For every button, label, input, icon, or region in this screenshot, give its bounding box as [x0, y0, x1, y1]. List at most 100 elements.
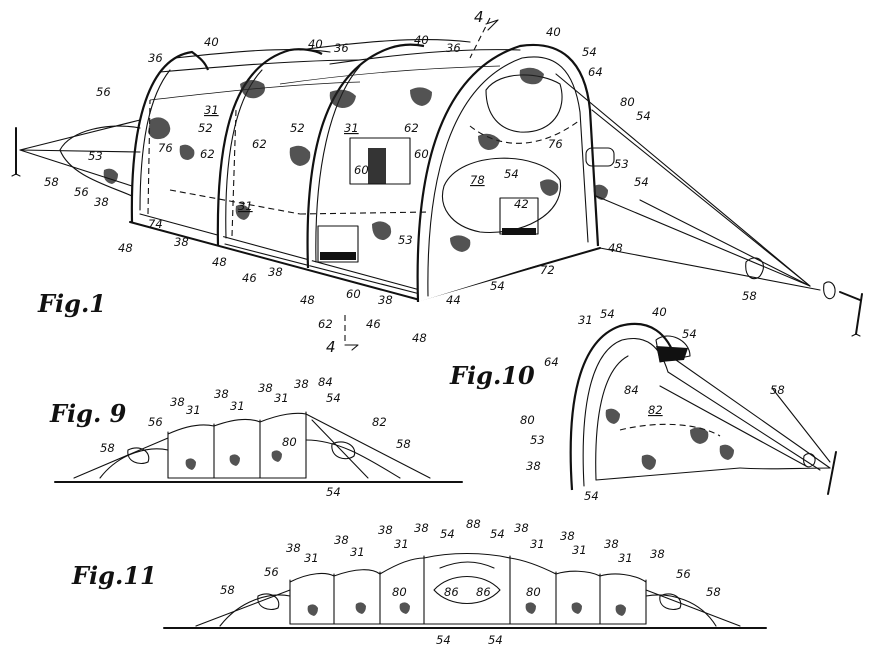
ref-numeral: 82 — [372, 415, 387, 429]
ref-numeral: 54 — [682, 327, 697, 341]
ref-numeral: 80 — [620, 95, 635, 109]
figure-10-end-view — [569, 322, 837, 495]
ref-numeral: 53 — [530, 433, 545, 447]
ref-numeral: 52 — [290, 121, 305, 135]
ref-numeral: 48 — [300, 293, 315, 307]
figure-10-label: Fig.10 — [449, 361, 535, 390]
ref-numeral: 54 — [584, 489, 599, 503]
ref-numeral: 60 — [346, 287, 361, 301]
ref-numeral: 80 — [520, 413, 535, 427]
ref-numeral: 48 — [212, 255, 227, 269]
figure-10-reference-numerals: 31 54 40 54 64 84 58 80 82 53 38 54 — [520, 305, 785, 503]
ref-numeral: 38 — [560, 529, 575, 543]
ref-numeral: 38 — [268, 265, 283, 279]
ref-numeral: 58 — [770, 383, 785, 397]
ref-numeral: 56 — [96, 85, 111, 99]
ref-numeral: 62 — [318, 317, 333, 331]
ref-numeral: 58 — [742, 289, 757, 303]
ref-numeral: 78 — [470, 173, 485, 187]
ref-numeral: 58 — [44, 175, 59, 189]
ref-numeral: 56 — [676, 567, 691, 581]
ref-numeral: 53 — [88, 149, 103, 163]
ref-numeral: 44 — [446, 293, 461, 307]
ref-numeral: 54 — [488, 633, 503, 647]
section-marker-bottom: 4 — [326, 338, 336, 356]
ref-numeral: 40 — [308, 37, 323, 51]
ref-numeral: 38 — [258, 381, 273, 395]
ref-numeral: 86 — [444, 585, 459, 599]
ref-numeral: 40 — [414, 33, 429, 47]
ref-numeral: 53 — [614, 157, 629, 171]
ref-numeral: 38 — [414, 521, 429, 535]
ref-numeral: 80 — [526, 585, 541, 599]
ref-numeral: 46 — [366, 317, 381, 331]
ref-numeral: 31 — [350, 545, 365, 559]
ref-numeral: 36 — [148, 51, 163, 65]
ref-numeral: 54 — [436, 633, 451, 647]
ref-numeral: 40 — [652, 305, 667, 319]
ref-numeral: 31 — [274, 391, 289, 405]
ref-numeral: 76 — [158, 141, 173, 155]
ref-numeral: 38 — [170, 395, 185, 409]
ref-numeral: 38 — [294, 377, 309, 391]
ref-numeral: 56 — [148, 415, 163, 429]
ref-numeral: 31 — [238, 199, 253, 213]
ref-numeral: 80 — [282, 435, 297, 449]
figure-11-reference-numerals: 38 31 38 31 38 31 38 54 88 54 38 31 38 3… — [220, 517, 721, 647]
figure-1-tent-perspective — [11, 17, 863, 351]
figure-9-side-elevation — [54, 411, 463, 483]
ref-numeral: 80 — [392, 585, 407, 599]
ref-numeral: 36 — [446, 41, 461, 55]
ref-numeral: 60 — [354, 163, 369, 177]
ref-numeral: 31 — [204, 103, 219, 117]
ref-numeral: 54 — [634, 175, 649, 189]
ref-numeral: 48 — [412, 331, 427, 345]
ref-numeral: 84 — [318, 375, 333, 389]
ref-numeral: 48 — [608, 241, 623, 255]
ref-numeral: 31 — [572, 543, 587, 557]
ref-numeral: 74 — [148, 217, 163, 231]
ref-numeral: 62 — [252, 137, 267, 151]
ref-numeral: 38 — [650, 547, 665, 561]
ref-numeral: 38 — [378, 293, 393, 307]
ref-numeral: 40 — [546, 25, 561, 39]
ref-numeral: 38 — [334, 533, 349, 547]
ref-numeral: 88 — [466, 517, 481, 531]
ref-numeral: 56 — [74, 185, 89, 199]
ref-numeral: 76 — [548, 137, 563, 151]
ref-numeral: 31 — [530, 537, 545, 551]
ref-numeral: 38 — [214, 387, 229, 401]
ref-numeral: 38 — [378, 523, 393, 537]
ref-numeral: 54 — [582, 45, 597, 59]
ref-numeral: 48 — [118, 241, 133, 255]
ref-numeral: 31 — [186, 403, 201, 417]
ref-numeral: 31 — [230, 399, 245, 413]
figure-1-reference-numerals: 36 40 40 36 40 36 40 54 64 56 31 52 80 5… — [44, 25, 757, 345]
ref-numeral: 58 — [396, 437, 411, 451]
ref-numeral: 38 — [514, 521, 529, 535]
ref-numeral: 54 — [490, 527, 505, 541]
ref-numeral: 31 — [578, 313, 593, 327]
ref-numeral: 46 — [242, 271, 257, 285]
ref-numeral: 86 — [476, 585, 491, 599]
ref-numeral: 38 — [526, 459, 541, 473]
ref-numeral: 54 — [326, 485, 341, 499]
ref-numeral: 38 — [94, 195, 109, 209]
figure-9-label: Fig. 9 — [49, 399, 127, 428]
ref-numeral: 54 — [326, 391, 341, 405]
figure-9-reference-numerals: 38 31 38 31 38 31 38 84 54 56 82 58 80 5… — [100, 375, 411, 499]
ref-numeral: 31 — [618, 551, 633, 565]
ref-numeral: 42 — [514, 197, 529, 211]
ref-numeral: 40 — [204, 35, 219, 49]
ref-numeral: 58 — [706, 585, 721, 599]
ref-numeral: 38 — [286, 541, 301, 555]
ref-numeral: 31 — [304, 551, 319, 565]
ref-numeral: 54 — [490, 279, 505, 293]
ref-numeral: 54 — [636, 109, 651, 123]
ref-numeral: 54 — [504, 167, 519, 181]
ref-numeral: 38 — [174, 235, 189, 249]
ref-numeral: 84 — [624, 383, 639, 397]
figure-11-label: Fig.11 — [71, 561, 157, 590]
ref-numeral: 60 — [414, 147, 429, 161]
ref-numeral: 54 — [440, 527, 455, 541]
